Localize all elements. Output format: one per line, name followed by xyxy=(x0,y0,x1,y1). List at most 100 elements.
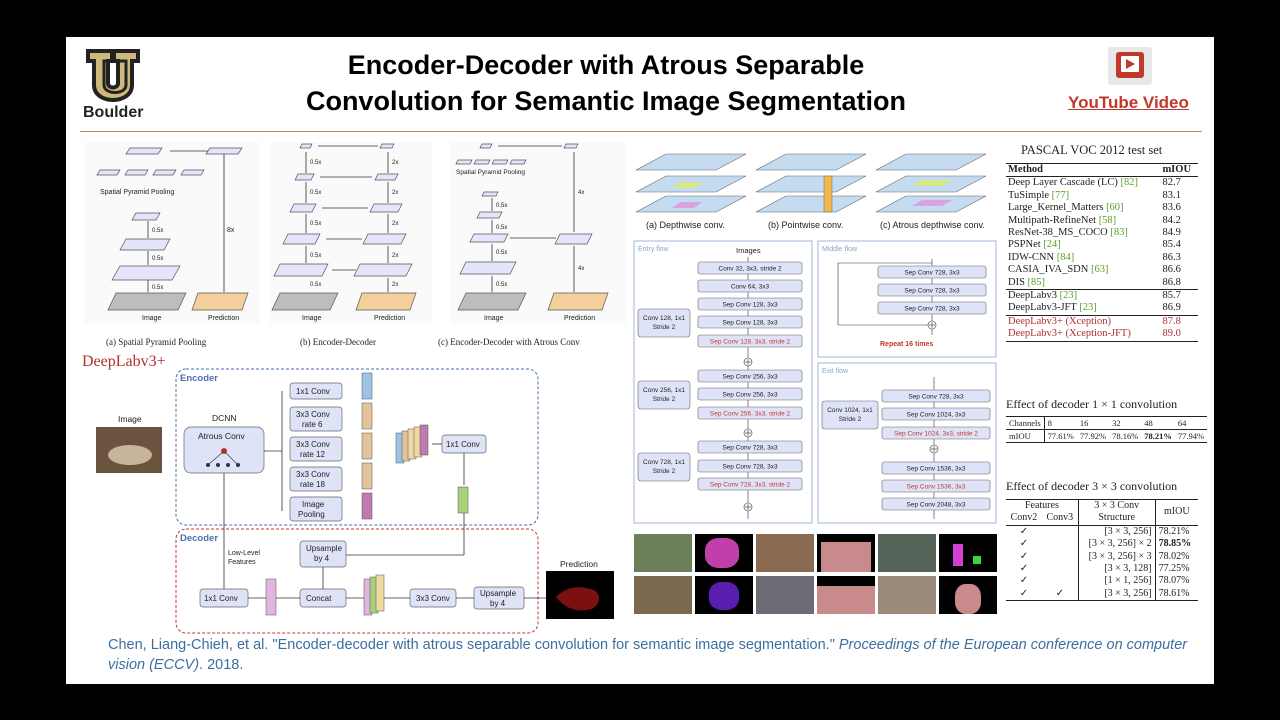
voc-row: DeepLabv3+ (Xception)87.8 xyxy=(1008,315,1181,327)
xception-entry-block-label: Conv 64, 3x3 xyxy=(731,284,770,291)
dec1-header-cell: 8 xyxy=(1047,418,1052,428)
svg-text:Image: Image xyxy=(142,315,162,322)
caption-encoder-decoder: (b) Encoder-Decoder xyxy=(300,337,377,347)
svg-text:Image: Image xyxy=(484,315,504,322)
xception-entry-block-label: Sep Conv 728, 3x3 xyxy=(722,445,778,452)
xception-entry-block xyxy=(697,315,803,329)
xception-exit-block xyxy=(881,497,991,511)
xception-entry-block xyxy=(697,334,803,348)
xception-entry-block xyxy=(697,477,803,491)
spp-figure: Spatial Pyramid Pooling Image Prediction… xyxy=(84,142,626,324)
svg-text:2x: 2x xyxy=(392,221,398,227)
xception-entry-shortcut xyxy=(637,452,691,482)
xception-exit-block xyxy=(881,426,991,440)
logo-text: Boulder xyxy=(83,104,144,121)
depthwise-conv-figure: (a) Depthwise conv. (b) Pointwise conv. … xyxy=(635,153,987,230)
xception-entry-block-label: Sep Conv 128, 3x3 xyxy=(722,320,778,327)
result-mask xyxy=(939,576,997,614)
svg-text:0.5x: 0.5x xyxy=(152,256,163,262)
xception-exit-block-label: Sep Conv 1024, 3x3, stride 2 xyxy=(894,431,978,438)
citation: Chen, Liang-Chieh, et al. "Encoder-decod… xyxy=(108,635,1188,675)
dec1-header-cell: Channels xyxy=(1006,416,1045,430)
dec3-h-features: Features xyxy=(1024,500,1059,511)
result-image xyxy=(634,534,692,572)
xception-middle-block xyxy=(877,301,987,315)
dec1-header-cell: 16 xyxy=(1079,418,1089,428)
svg-text:Prediction: Prediction xyxy=(208,315,239,322)
svg-text:Exit flow: Exit flow xyxy=(822,368,849,375)
svg-text:Encoder: Encoder xyxy=(180,373,218,384)
result-image xyxy=(878,534,936,572)
svg-text:0.5x: 0.5x xyxy=(310,190,321,196)
xception-middle-block-label: Sep Conv 728, 3x3 xyxy=(904,306,960,313)
dec1-value-cell: 77.94% xyxy=(1177,431,1205,441)
dec1-header-cell: 64 xyxy=(1177,418,1187,428)
xception-exit-block-label: Sep Conv 728, 3x3 xyxy=(908,394,964,401)
svg-text:Repeat 16 times: Repeat 16 times xyxy=(880,341,933,348)
svg-text:by 4: by 4 xyxy=(314,554,330,563)
citation-venue: Proceedings of the European conference o… xyxy=(108,637,1188,673)
xception-entry-block-label: Conv 32, 3x3, stride 2 xyxy=(718,266,782,273)
svg-text:Spatial Pyramid Pooling: Spatial Pyramid Pooling xyxy=(456,169,525,176)
xception-entry-shortcut xyxy=(637,380,691,410)
svg-text:0.5x: 0.5x xyxy=(496,250,507,256)
voc-row: Deep Layer Cascade (LC) [82]82.7 xyxy=(1008,177,1181,189)
youtube-video-link[interactable]: YouTube Video xyxy=(1068,93,1189,112)
xception-middle-block-label: Sep Conv 728, 3x3 xyxy=(904,288,960,295)
result-mask xyxy=(817,534,875,572)
svg-text:Image: Image xyxy=(118,414,142,424)
svg-text:8x: 8x xyxy=(227,227,235,234)
dec1-header-cell: 32 xyxy=(1112,418,1121,428)
xception-middle-block xyxy=(877,283,987,297)
xception-exit-block xyxy=(881,407,991,421)
xception-exit-block-label: Sep Conv 1536, 3x3 xyxy=(907,484,966,491)
svg-text:rate 18: rate 18 xyxy=(300,480,325,489)
svg-text:Image: Image xyxy=(302,315,322,322)
svg-text:Concat: Concat xyxy=(306,594,332,603)
voc-row: IDW-CNN [84]86.3 xyxy=(1008,251,1181,263)
dec3-row: ✓[1 × 1, 256]78.07% xyxy=(1006,575,1198,588)
svg-text:(c) Atrous depthwise conv.: (c) Atrous depthwise conv. xyxy=(880,220,985,230)
svg-text:1x1 Conv: 1x1 Conv xyxy=(296,387,330,396)
xception-exit-block-label: Sep Conv 1536, 3x3 xyxy=(907,466,966,473)
svg-text:Low-Level: Low-Level xyxy=(228,550,260,557)
svg-text:2x: 2x xyxy=(392,160,398,166)
xception-entry-block xyxy=(697,261,803,275)
svg-text:by 4: by 4 xyxy=(490,599,506,608)
voc-row: DeepLabv3 [23]85.7 xyxy=(1008,290,1181,302)
xception-entry-block xyxy=(697,279,803,293)
youtube-icon[interactable] xyxy=(1108,47,1152,85)
xception-exit-shortcut-label: Stride 2 xyxy=(839,416,862,423)
result-image xyxy=(756,576,814,614)
svg-text:Atrous Conv: Atrous Conv xyxy=(198,431,246,441)
svg-text:0.5x: 0.5x xyxy=(152,228,163,234)
voc-row: ResNet-38_MS_COCO [83]84.9 xyxy=(1008,227,1181,239)
citation-text: Chen, Liang-Chieh, et al. "Encoder-decod… xyxy=(108,637,835,653)
deeplabv3plus-title: DeepLabv3+ xyxy=(82,353,166,370)
xception-entry-block xyxy=(697,387,803,401)
voc-row: CASIA_IVA_SDN [63]86.6 xyxy=(1008,264,1181,276)
dec3-row: ✓✓[3 × 3, 256]78.61% xyxy=(1006,587,1198,601)
dec3-table: Features 3 × 3 Conv mIOU Conv2 Conv3 Str… xyxy=(1006,499,1198,602)
result-mask xyxy=(695,534,753,572)
col-miou: mIOU xyxy=(1162,164,1192,175)
svg-text:3x3 Conv: 3x3 Conv xyxy=(296,470,330,479)
result-mask xyxy=(695,576,753,614)
svg-text:0.5x: 0.5x xyxy=(152,285,163,291)
svg-text:0.5x: 0.5x xyxy=(310,160,321,166)
dec3-h-miou: mIOU xyxy=(1154,499,1198,526)
xception-entry-block xyxy=(697,369,803,383)
xception-entry-block-label: Sep Conv 128, 3x3 xyxy=(722,302,778,309)
slide-title: Encoder-Decoder with Atrous Separable Co… xyxy=(266,47,946,119)
svg-text:rate 12: rate 12 xyxy=(300,450,325,459)
xception-entry-block xyxy=(697,440,803,454)
svg-text:Prediction: Prediction xyxy=(374,315,405,322)
svg-text:0.5x: 0.5x xyxy=(310,221,321,227)
xception-entry-block xyxy=(697,406,803,420)
dec3-h-struct2: Structure xyxy=(1077,512,1156,526)
dec1-value-cell: 78.16% xyxy=(1112,431,1139,441)
svg-text:Entry flow: Entry flow xyxy=(638,246,670,253)
